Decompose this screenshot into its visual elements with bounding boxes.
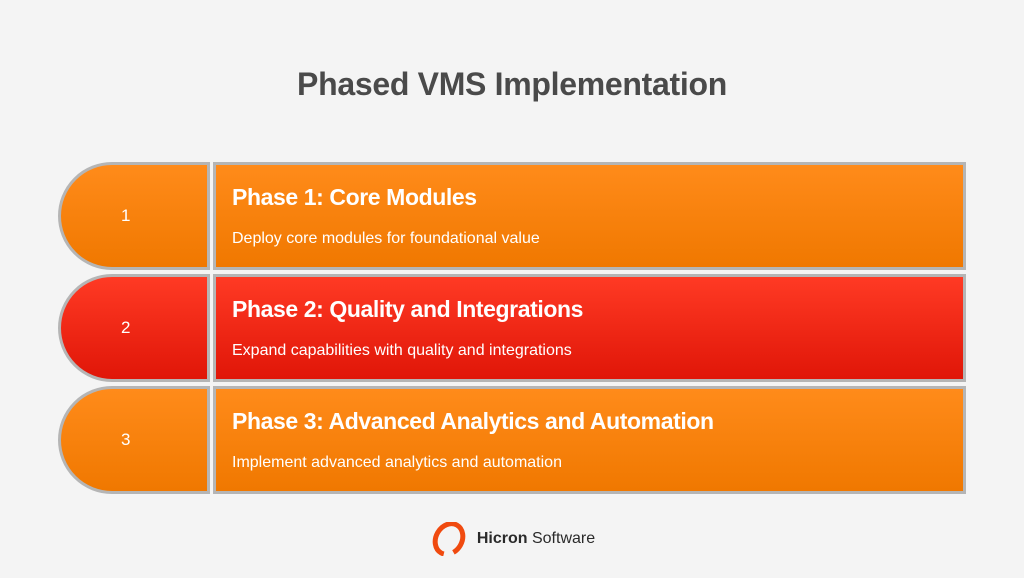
brand-bold: Hicron xyxy=(476,530,528,547)
page-title: Phased VMS Implementation xyxy=(297,66,727,102)
phase-title: Phase 3: Advanced Analytics and Automati… xyxy=(232,408,714,434)
phase-description: Deploy core modules for foundational val… xyxy=(232,230,540,247)
phase-card: Phase 3: Advanced Analytics and Automati… xyxy=(213,386,966,494)
brand-regular: Software xyxy=(527,530,596,547)
footer-logo: Hicron Software xyxy=(0,522,1024,556)
brand-name: Hicron Software xyxy=(477,530,595,548)
phase-row-3: 3 Phase 3: Advanced Analytics and Automa… xyxy=(58,386,966,494)
phase-row-2: 2 Phase 2: Quality and Integrations Expa… xyxy=(58,274,966,382)
phase-title: Phase 2: Quality and Integrations xyxy=(232,296,584,322)
phase-title: Phase 1: Core Modules xyxy=(232,184,477,210)
hicron-ring-icon xyxy=(432,522,466,556)
phase-description: Expand capabilities with quality and int… xyxy=(232,342,572,359)
phase-card: Phase 2: Quality and Integrations Expand… xyxy=(213,274,966,382)
phase-number-tab: 1 xyxy=(58,162,210,270)
phase-number: 3 xyxy=(121,430,131,449)
phase-number: 1 xyxy=(121,206,131,225)
phase-description: Implement advanced analytics and automat… xyxy=(232,454,562,471)
phase-list: 1 Phase 1: Core Modules Deploy core modu… xyxy=(58,162,966,498)
phase-row-1: 1 Phase 1: Core Modules Deploy core modu… xyxy=(58,162,966,270)
phase-number: 2 xyxy=(121,318,131,337)
phase-card: Phase 1: Core Modules Deploy core module… xyxy=(213,162,966,270)
phase-number-tab: 2 xyxy=(58,274,210,382)
phase-number-tab: 3 xyxy=(58,386,210,494)
